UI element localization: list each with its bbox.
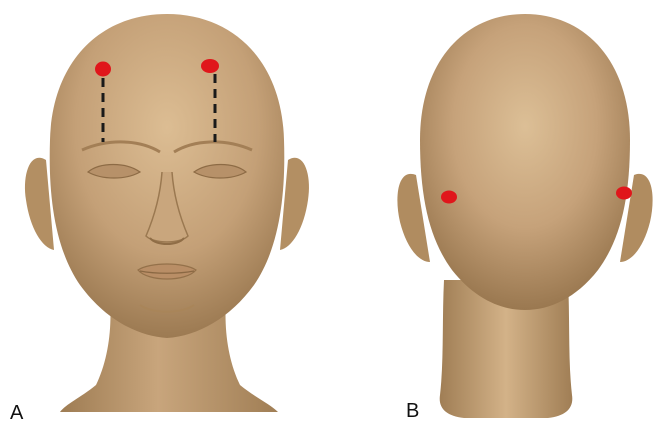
left-back-marker: [441, 191, 457, 204]
left-front-marker: [95, 62, 111, 77]
back-head-figure: [334, 0, 668, 433]
back-view-panel: B: [334, 0, 668, 433]
front-head-figure: [0, 0, 334, 433]
front-view-panel: A: [0, 0, 334, 433]
head: [420, 14, 630, 310]
right-back-marker: [616, 187, 632, 200]
panel-label-a: A: [10, 402, 23, 425]
left-ear: [25, 158, 54, 250]
panel-label-b: B: [406, 400, 419, 423]
right-front-marker: [201, 59, 219, 73]
right-ear: [280, 158, 309, 250]
